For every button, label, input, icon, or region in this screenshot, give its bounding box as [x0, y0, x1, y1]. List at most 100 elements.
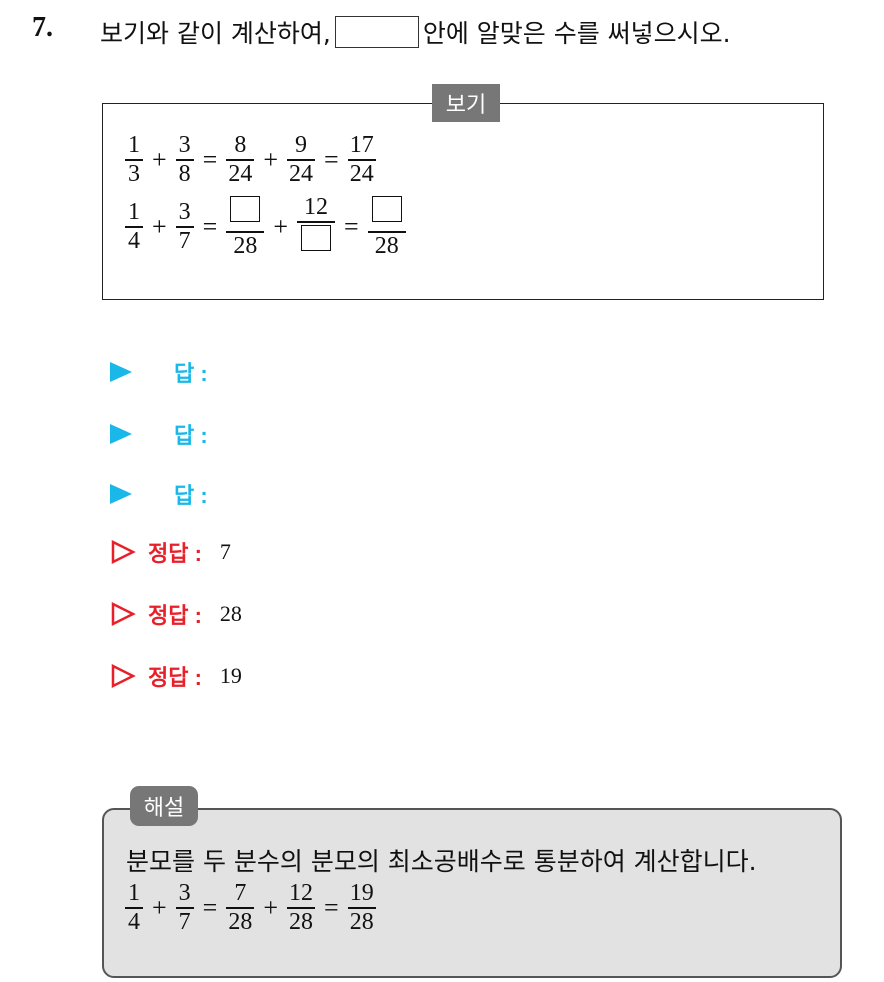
answer-blank-box — [334, 16, 419, 48]
numerator: 19 — [349, 880, 374, 906]
numerator: 12 — [304, 194, 329, 220]
fraction: 28 — [226, 194, 265, 260]
denominator: 28 — [233, 232, 258, 259]
fraction-bar — [226, 231, 265, 233]
question-text-after: 안에 알맞은 수를 써넣으시오. — [422, 19, 731, 48]
fraction-bar — [125, 159, 143, 161]
denominator: 7 — [178, 227, 191, 254]
numerator: 1 — [128, 880, 140, 906]
denominator — [297, 223, 335, 260]
denominator: 3 — [128, 160, 140, 187]
blank-box — [301, 224, 332, 251]
blank-box — [230, 196, 261, 222]
equals-sign: = — [344, 211, 359, 241]
correct-answer-label: 정답 : — [148, 541, 202, 566]
fraction-bar — [226, 907, 255, 909]
answer-label: 답 : — [174, 483, 208, 508]
numerator: 3 — [178, 199, 191, 225]
correct-answer-label: 정답 : — [148, 603, 202, 628]
correct-answer-value: 19 — [219, 663, 242, 688]
question-number: 7. — [32, 12, 53, 43]
denominator: 28 — [349, 908, 374, 935]
correct-answer-value: 28 — [219, 601, 242, 626]
equals-sign: = — [202, 144, 218, 174]
denominator: 28 — [374, 232, 399, 259]
equals-sign: = — [324, 892, 339, 922]
answer-row: 답 : — [110, 418, 208, 450]
filled-triangle-icon — [110, 484, 132, 504]
outline-triangle-icon — [111, 539, 136, 565]
blank-box — [371, 196, 402, 222]
denominator: 4 — [128, 227, 140, 254]
plus-sign: + — [152, 892, 167, 922]
example-label: 보기 — [432, 84, 500, 122]
numerator: 9 — [295, 132, 308, 158]
denominator: 4 — [128, 908, 140, 935]
equals-sign: = — [202, 211, 218, 241]
answer-label: 답 : — [174, 361, 208, 386]
fraction-bar — [347, 907, 376, 909]
fraction: 28 — [367, 194, 406, 260]
numerator: 7 — [234, 880, 247, 906]
correct-answer-row: 정답 : 19 — [110, 660, 242, 692]
fraction-bar — [175, 226, 194, 228]
plus-sign: + — [273, 211, 289, 241]
solution-label: 해설 — [130, 786, 198, 826]
plus-sign: + — [152, 144, 167, 174]
plus-sign: + — [263, 144, 279, 174]
numerator: 12 — [289, 880, 314, 906]
fraction-bar — [175, 907, 194, 909]
denominator: 8 — [178, 160, 191, 187]
denominator: 28 — [228, 908, 253, 935]
filled-triangle-icon — [110, 362, 132, 382]
question-text: 보기와 같이 계산하여, 안에 알맞은 수를 써넣으시오. — [100, 14, 731, 50]
fraction-bar — [287, 907, 316, 909]
fraction-bar — [125, 907, 143, 909]
equals-sign: = — [324, 144, 339, 174]
correct-answer-row: 정답 : 28 — [110, 598, 242, 630]
fraction-bar — [297, 221, 336, 223]
answer-label: 답 : — [174, 423, 208, 448]
question-text-before: 보기와 같이 계산하여, — [100, 19, 331, 48]
plus-sign: + — [152, 211, 167, 241]
fraction-bar — [226, 159, 255, 161]
numerator: 3 — [178, 880, 191, 906]
fraction-bar — [125, 226, 143, 228]
fraction-bar — [175, 159, 194, 161]
fraction: 12 — [297, 194, 336, 260]
fraction-bar — [287, 159, 316, 161]
solution-box — [102, 808, 842, 978]
solution-text: 분모를 두 분수의 분모의 최소공배수로 통분하여 계산합니다. — [126, 847, 757, 876]
denominator: 24 — [289, 160, 314, 187]
numerator: 1 — [128, 132, 140, 158]
denominator: 24 — [349, 160, 374, 187]
denominator: 7 — [178, 908, 191, 935]
answer-row: 답 : — [110, 356, 208, 388]
fraction-bar — [347, 159, 376, 161]
answer-row: 답 : — [110, 478, 208, 510]
correct-answer-value: 7 — [219, 539, 231, 564]
denominator: 28 — [289, 908, 314, 935]
denominator: 24 — [228, 160, 253, 187]
numerator: 8 — [234, 132, 247, 158]
outline-triangle-icon — [111, 663, 136, 689]
fraction-bar — [367, 231, 406, 233]
correct-answer-label: 정답 : — [148, 665, 202, 690]
equals-sign: = — [202, 892, 218, 922]
numerator — [368, 194, 406, 231]
numerator — [226, 194, 264, 231]
filled-triangle-icon — [110, 424, 132, 444]
